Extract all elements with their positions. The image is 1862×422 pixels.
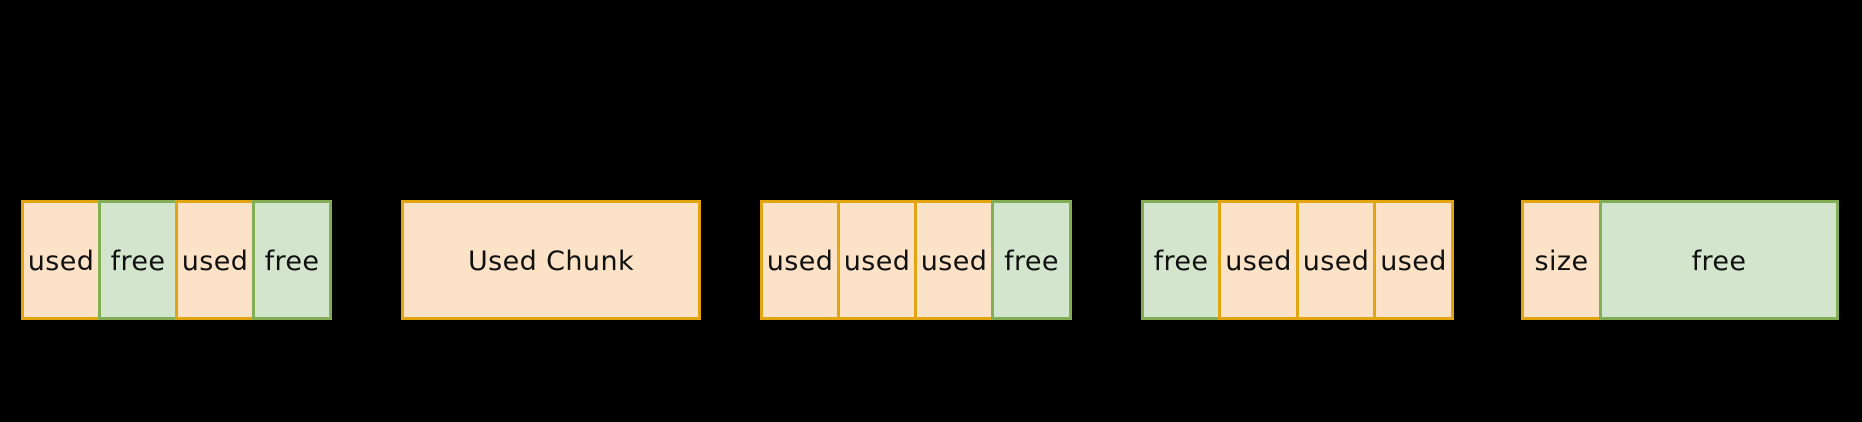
chunk-cell-free: free	[991, 200, 1072, 320]
chunk-group-used-used-used-free: used used used free	[760, 200, 1081, 320]
chunk-cell-free: free	[98, 200, 178, 320]
chunk-cell-used: used	[1373, 200, 1454, 320]
chunk-cell-free: free	[1599, 200, 1839, 320]
chunk-cell-label: free	[264, 245, 320, 277]
chunk-group-size-header-free-chunk: size free	[1521, 200, 1842, 320]
chunk-cell-label: used	[1302, 245, 1370, 277]
chunk-cell-label: used	[181, 245, 249, 277]
chunk-group-free-used-used-used: free used used used	[1141, 200, 1463, 320]
chunk-cell-used: used	[175, 200, 255, 320]
chunk-cell-used: used	[914, 200, 994, 320]
chunk-cell-label: free	[110, 245, 166, 277]
chunk-cell-label: used	[1380, 245, 1447, 277]
chunk-cell-free: free	[1141, 200, 1221, 320]
chunk-cell-label: used	[843, 245, 911, 277]
chunk-cell-label: used	[766, 245, 834, 277]
chunk-cell-used: used	[1218, 200, 1299, 320]
chunk-group-used-chunk: Used Chunk	[401, 200, 701, 320]
chunk-cell-used: used	[21, 200, 101, 320]
chunk-cell-label: Used Chunk	[468, 245, 634, 277]
chunk-cell-free: free	[252, 200, 332, 320]
chunk-cell-label: size	[1534, 245, 1589, 277]
chunk-cell-label: used	[920, 245, 988, 277]
chunk-group-fragmented-heap: used free used free	[21, 200, 341, 320]
chunk-cell-used: Used Chunk	[401, 200, 701, 320]
chunk-cell-label: free	[1004, 245, 1059, 277]
chunk-cell-label: free	[1691, 245, 1747, 277]
chunk-cell-label: used	[27, 245, 95, 277]
chunk-cell-used: used	[760, 200, 840, 320]
chunk-cell-used: used	[837, 200, 917, 320]
chunk-cell-label: used	[1225, 245, 1292, 277]
chunk-cell-label: free	[1153, 245, 1209, 277]
chunk-cell-size-header: size	[1521, 200, 1602, 320]
chunk-cell-used: used	[1296, 200, 1376, 320]
